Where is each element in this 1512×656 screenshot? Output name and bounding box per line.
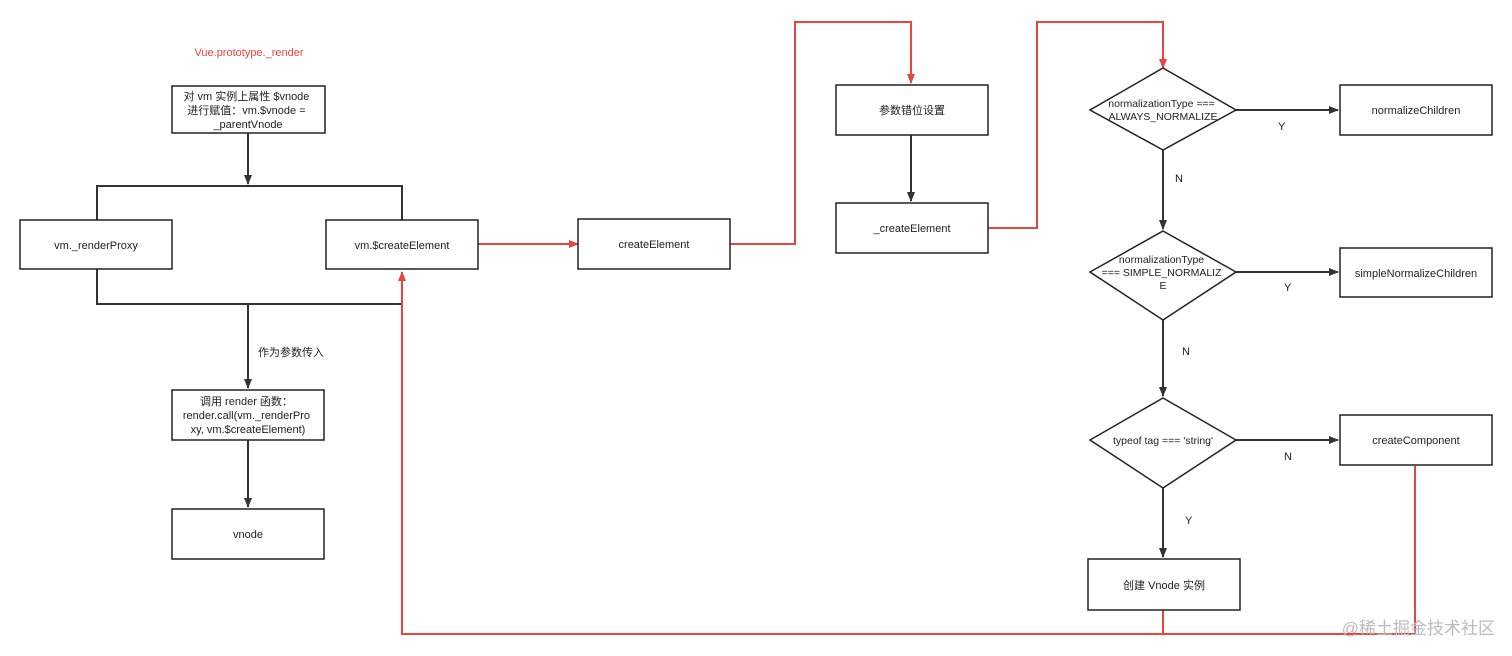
edge-_create-to-always [988,21,1167,229]
normalize-children-box [1339,84,1493,136]
assign-vnode-box [171,85,326,134]
edge-label-string-yes: Y [1185,515,1193,527]
edge-component-return [398,271,1416,635]
create-vnode-text: 创建 Vnode 实例 [1123,578,1205,592]
assign-vnode-line-3: _parentVnode [212,119,282,131]
decision-simple-line-3: E [1159,280,1166,292]
decision-always-diamond [1088,67,1238,151]
watermark-text: @稀土掘金技术社区 [1342,619,1495,638]
node-boxes [19,84,1493,611]
black-connectors [96,106,1339,558]
decision-string-text: typeof tag === 'string' [1113,435,1213,447]
decision-simple-line-2: === SIMPLE_NORMALIZ [1102,267,1223,279]
decision-always-line-2: ALWAYS_NORMALIZE [1109,111,1218,123]
assign-vnode-text: 对 vm 实例上属性 $vnode 进行赋值：vm.$vnode = _pare… [184,89,313,131]
decision-string-diamond [1088,397,1238,489]
decision-simple-diamond [1088,230,1238,321]
simple-normalize-children-box [1339,247,1493,298]
create-element-box [577,218,731,270]
param-shift-text: 参数错位设置 [879,103,945,117]
simple-normalize-children-text: simpleNormalizeChildren [1355,268,1477,280]
edge-label-always-no: N [1175,173,1183,185]
vnode-text: vnode [233,529,263,541]
render-call-line-3: xy, vm.$createElement) [191,424,306,436]
vm-create-element-text: vm.$createElement [355,240,450,252]
create-component-text: createComponent [1372,435,1459,447]
red-connectors [398,21,1416,635]
edge-label-string-no: N [1284,451,1292,463]
create-element-text: createElement [619,239,690,251]
param-shift-box [835,84,989,136]
diagram-title: Vue.prototype._render [194,47,303,59]
render-proxy-text: vm._renderProxy [54,240,138,252]
_create-element-text: _createElement [872,223,950,235]
render-call-line-1: 调用 render 函数： [200,395,293,408]
decision-always-text: normalizationType === ALWAYS_NORMALIZE [1108,98,1217,123]
normalize-children-text: normalizeChildren [1372,105,1461,117]
decision-simple-text: normalizationType === SIMPLE_NORMALIZ E [1102,254,1225,292]
edge-label-simple-yes: Y [1284,282,1292,294]
decision-always-line-1: normalizationType === [1108,98,1215,110]
decision-simple-line-1: normalizationType [1119,254,1204,266]
edge-label-pass-as-param: 作为参数传入 [258,345,324,359]
_create-element-box [835,202,989,254]
bracket-bottom [96,269,402,305]
bracket-top [96,185,403,220]
vnode-box [171,508,325,560]
create-component-box [1339,414,1493,466]
assign-vnode-line-1: 对 vm 实例上属性 $vnode [184,89,310,103]
render-proxy-box [19,219,173,270]
render-call-text: 调用 render 函数： render.call(vm._renderPro … [183,395,313,436]
create-vnode-box [1087,558,1241,611]
edge-create-to-param [730,21,915,245]
edge-label-simple-no: N [1182,346,1190,358]
render-call-line-2: render.call(vm._renderPro [183,410,310,422]
render-call-box [171,389,325,441]
edge-label-always-yes: Y [1278,121,1286,133]
vm-create-element-box [325,219,479,270]
decision-diamonds [1088,67,1238,489]
assign-vnode-line-2: 进行赋值：vm.$vnode = [187,104,305,117]
